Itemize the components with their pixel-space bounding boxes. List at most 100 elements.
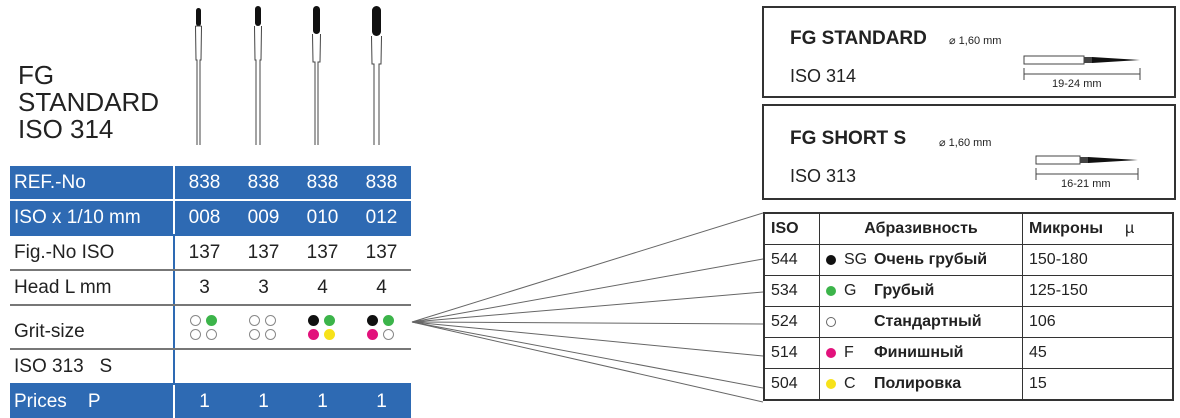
grit-abrasiveness: G Грубый [819, 275, 1023, 307]
bur-838-008 [195, 8, 202, 145]
box-heading: FG STANDARD [790, 28, 927, 49]
grit-code: C [844, 375, 856, 392]
grit-dot-icon [206, 328, 217, 340]
grit-name: Стандартный [874, 313, 982, 330]
grit-dot-icon [826, 285, 836, 296]
grit-abrasiveness: Стандартный [819, 306, 1023, 338]
grit-dot-icon [308, 314, 319, 326]
grit-code: G [844, 282, 857, 299]
grit-cell [175, 306, 234, 348]
grit-iso: 534 [763, 275, 820, 307]
grit-dot-icon [206, 314, 217, 326]
grit-dot-icon [826, 347, 836, 358]
grit-microns: 125-150 [1022, 275, 1174, 307]
grit-cell [352, 306, 411, 348]
bur-diagram-icon [1035, 155, 1139, 180]
cell: 1 [199, 390, 210, 412]
divider [10, 199, 411, 201]
cell: 1 [376, 390, 387, 412]
grit-dot-icon [367, 328, 378, 340]
grit-abrasiveness: C Полировка [819, 368, 1023, 401]
grit-dot-icon [249, 314, 260, 326]
row-label: Fig.-No ISO [14, 241, 115, 263]
grit-code: SG [844, 251, 868, 268]
spec-table: REF.-No 838 838 838 838 ISO x 1/10 mm 00… [10, 166, 411, 418]
title-line: ISO 314 [18, 114, 114, 144]
grit-iso: 544 [763, 244, 820, 276]
cell: 137 [188, 241, 221, 263]
cell: 1 [317, 390, 328, 412]
cell: 3 [258, 276, 269, 298]
fg-short-box: FG SHORT S ⌀ 1,60 mm ISO 313 16-21 mm [762, 104, 1176, 200]
grit-cell [293, 306, 352, 348]
grit-microns: 150-180 [1022, 244, 1174, 276]
title-line: FG [18, 60, 55, 90]
row-label: ISO 313 S [14, 355, 113, 377]
grit-dot-icon [265, 328, 276, 340]
bur-838-010 [312, 6, 321, 145]
fg-standard-box: FG STANDARD ⌀ 1,60 mm ISO 314 19-24 mm [762, 6, 1176, 98]
cell: 137 [365, 241, 398, 263]
iso-label: ISO 314 [790, 66, 857, 86]
grit-dot-icon [324, 328, 335, 340]
grit-name: Грубый [874, 282, 935, 299]
divider [10, 269, 411, 271]
bur-838-012 [371, 6, 382, 145]
cell: 838 [188, 171, 221, 193]
diameter-label: ⌀ 1,60 mm [949, 35, 1002, 47]
grit-dot-icon [367, 314, 378, 326]
grit-dot-icon [383, 328, 394, 340]
row-ref-no: REF.-No 838 838 838 838 [10, 166, 411, 199]
grit-microns: 15 [1022, 368, 1174, 401]
grit-dot-icon [190, 328, 201, 340]
divider [10, 304, 411, 306]
cell: 010 [306, 206, 339, 228]
connector-lines [411, 212, 764, 403]
grit-dot-icon [383, 314, 394, 326]
header-mu: µ [1125, 220, 1135, 237]
length-label: 16-21 mm [1059, 178, 1113, 190]
grit-name: Финишный [874, 344, 964, 361]
diameter-label: ⌀ 1,60 mm [939, 137, 992, 149]
grit-dot-icon [190, 314, 201, 326]
title-line: STANDARD [18, 87, 160, 117]
row-label: Prices P [14, 390, 101, 412]
grit-iso: 514 [763, 337, 820, 369]
header-microns-label: Микроны [1029, 220, 1104, 237]
bur-diagram-icon [1023, 55, 1141, 80]
row-iso-size: ISO x 1/10 mm 008 009 010 012 [10, 201, 411, 234]
cell: 008 [188, 206, 221, 228]
box-heading: FG SHORT S [790, 128, 907, 149]
grit-name: Полировка [874, 375, 962, 392]
divider [10, 383, 411, 385]
cell: 4 [317, 276, 328, 298]
grit-cell [234, 306, 293, 348]
row-grit-size: Grit-size [10, 306, 411, 348]
cell: 3 [199, 276, 210, 298]
row-label: ISO x 1/10 mm [14, 206, 141, 228]
bur-drawings [195, 6, 382, 145]
grit-row: 534 G Грубый 125-150 [763, 275, 1174, 307]
cell: 1 [258, 390, 269, 412]
divider [10, 234, 411, 236]
row-fig-no: Fig.-No ISO 137 137 137 137 [10, 236, 411, 269]
row-iso-313: ISO 313 S [10, 350, 411, 383]
grit-dot-icon [826, 316, 836, 327]
row-label: Head L mm [14, 276, 112, 298]
row-head-length: Head L mm 3 3 4 4 [10, 271, 411, 304]
header-abrasiveness: Абразивность [819, 212, 1023, 245]
grit-iso: 524 [763, 306, 820, 338]
cell: 009 [247, 206, 280, 228]
grit-dot-icon [324, 314, 335, 326]
cell: 4 [376, 276, 387, 298]
cell: 838 [247, 171, 280, 193]
grit-dot-icon [308, 328, 319, 340]
